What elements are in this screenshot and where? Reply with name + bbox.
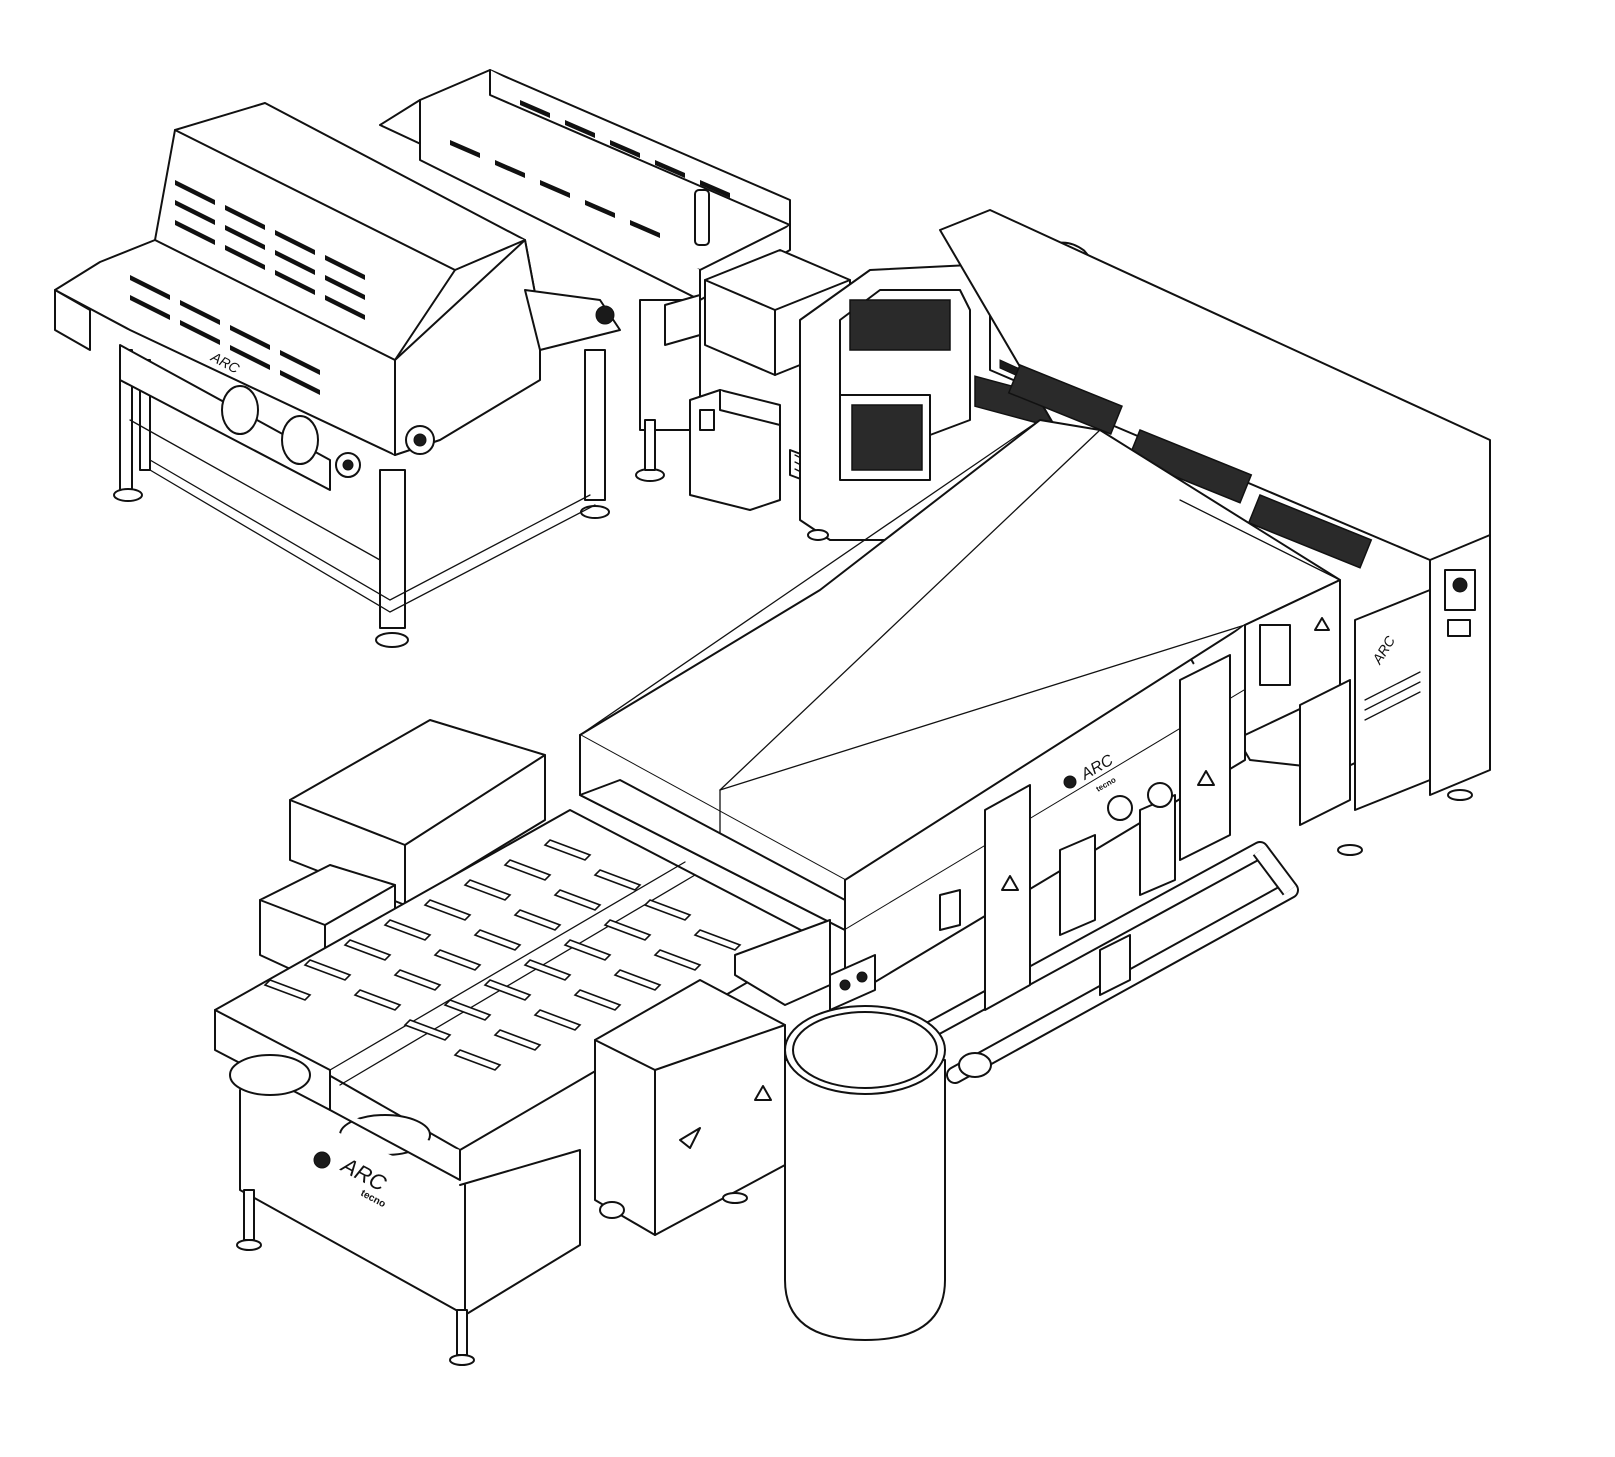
- front-conveyor: ARC tecno: [214, 719, 831, 1366]
- warning-triangle-icon: [1314, 617, 1330, 631]
- sheeter-unit: ARC: [54, 102, 621, 648]
- piping-assembly: [829, 654, 1351, 1084]
- warning-triangle-icon: [1001, 875, 1019, 891]
- power-switch-icon[interactable]: [1452, 577, 1468, 593]
- moulder-unit: [379, 69, 851, 482]
- pressure-gauge-icon: [1107, 795, 1133, 821]
- moulder-vent-slots: [450, 100, 730, 238]
- cylinder-tank: [784, 1005, 946, 1341]
- oven-tunnel: ARC ARC tecno: [579, 209, 1491, 1001]
- warning-triangle-icon: [754, 1085, 772, 1101]
- sheeter-vent-slots: [130, 180, 365, 395]
- sheeter-frame: [113, 349, 610, 648]
- warning-triangle-icon: [1197, 770, 1215, 786]
- conveyor-belt-slots: [263, 839, 742, 1071]
